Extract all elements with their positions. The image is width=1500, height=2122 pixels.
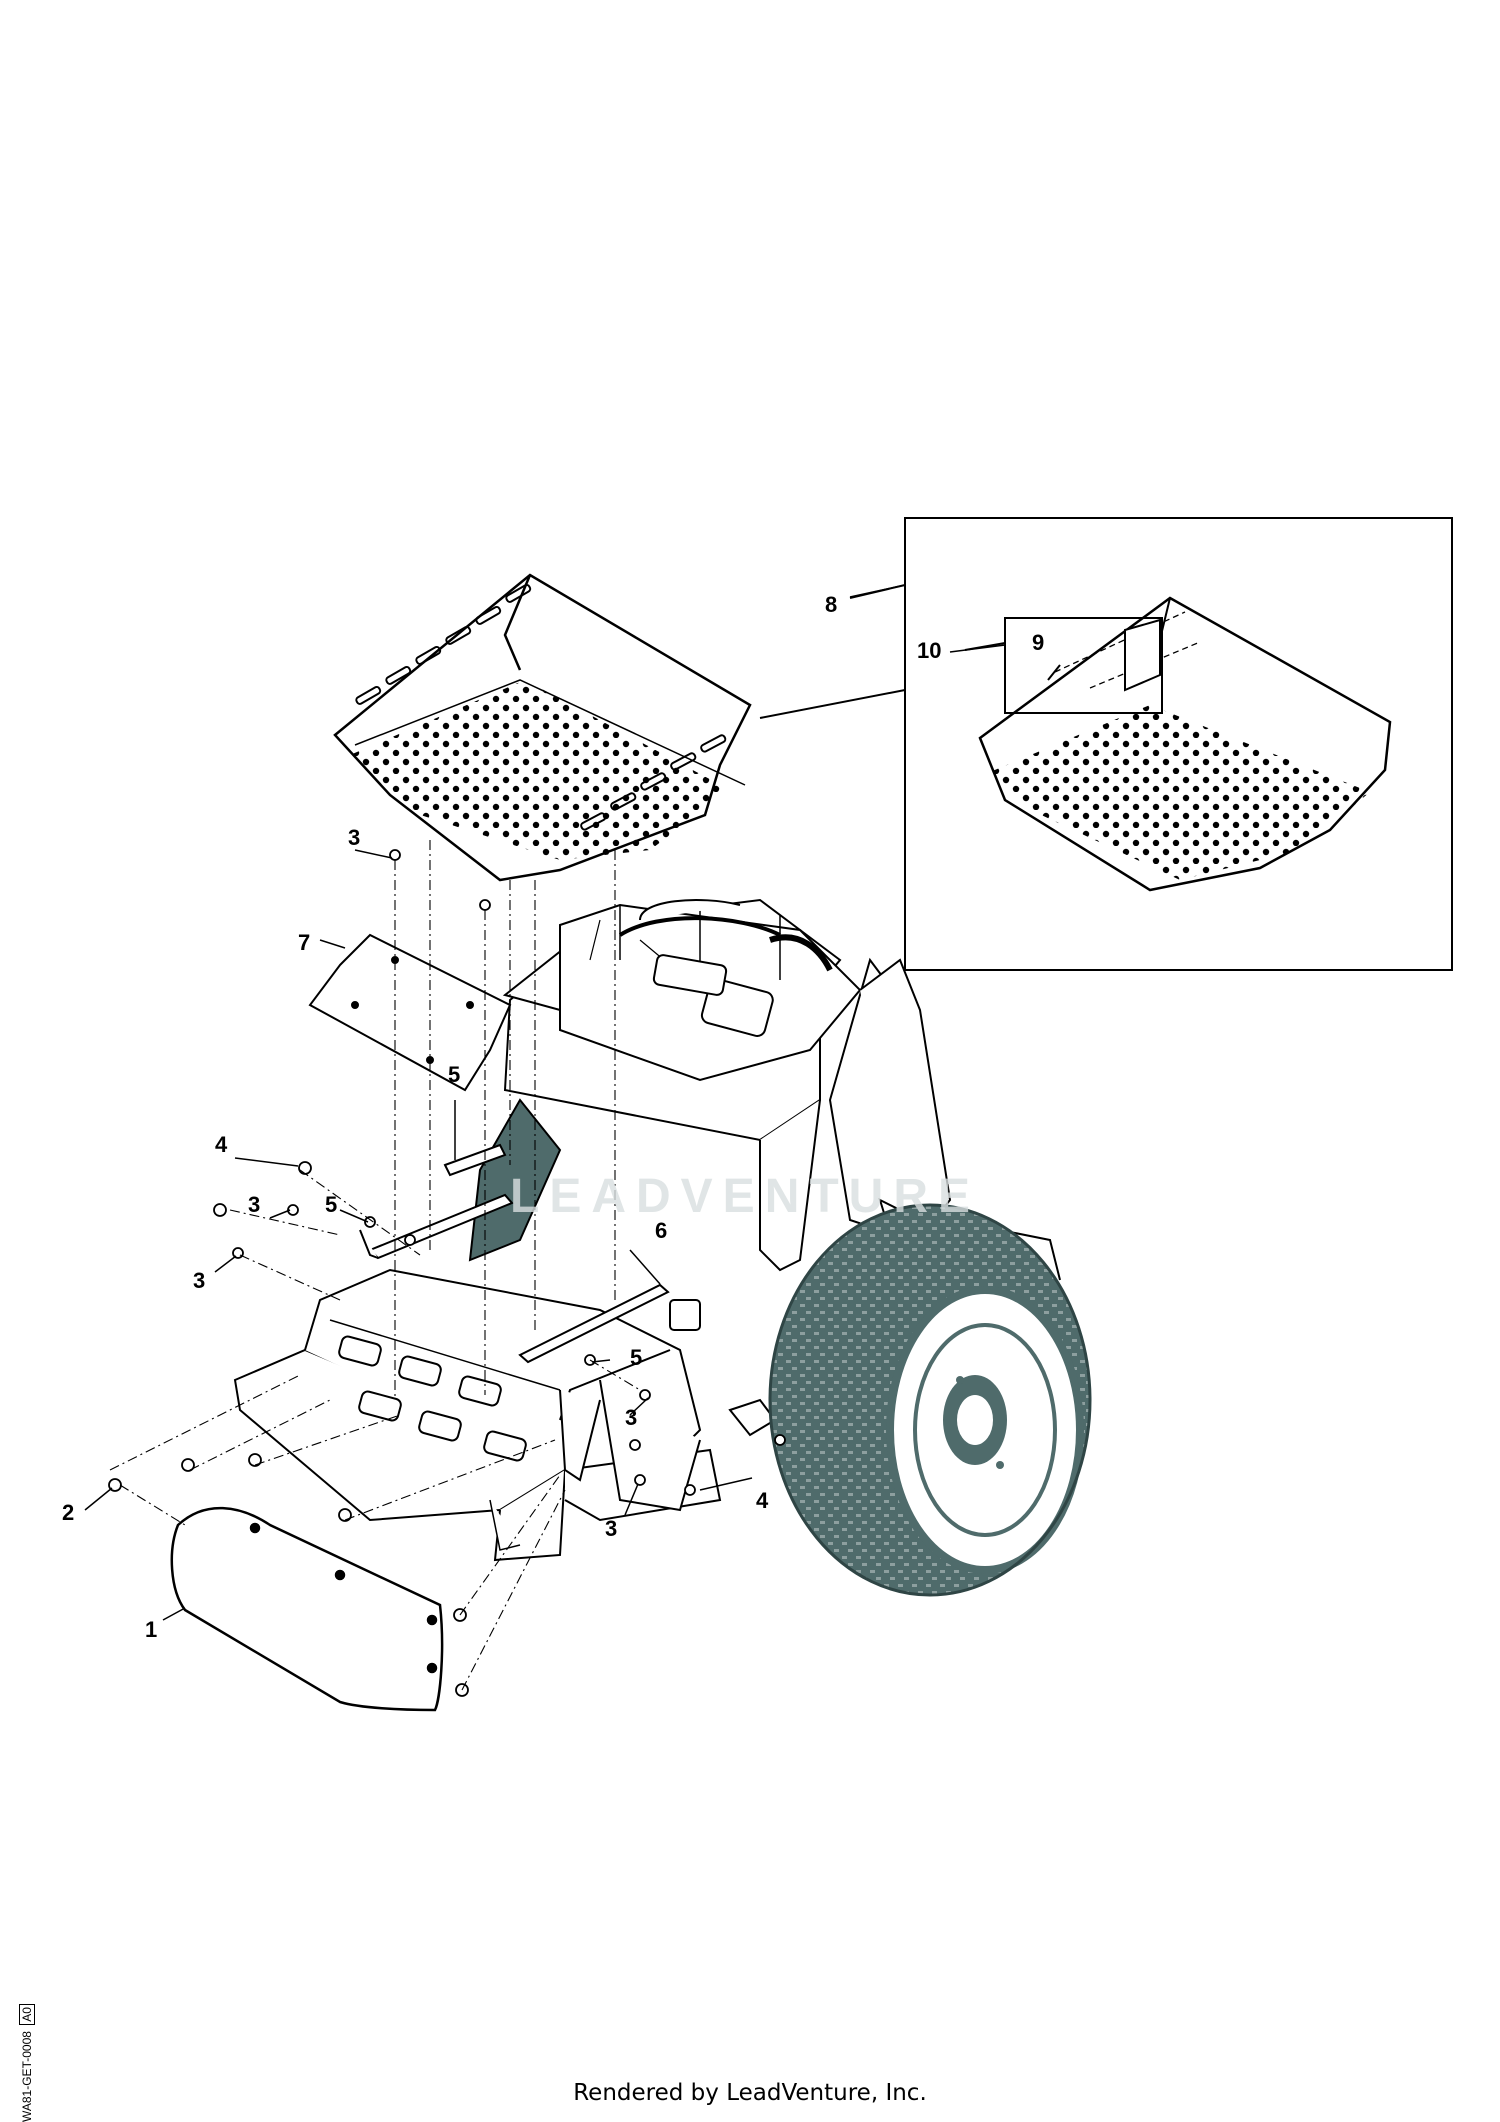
callout-4-left: 4 (215, 1132, 228, 1157)
callout-2: 2 (62, 1500, 74, 1525)
callout-3-top: 3 (348, 825, 360, 850)
leader-lines (84, 584, 1006, 1621)
callout-7: 7 (298, 930, 310, 955)
chassis-frame (233, 1268, 777, 1562)
callout-3-bottom: 3 (605, 1516, 617, 1541)
mower-body (468, 898, 1062, 1352)
callout-1: 1 (145, 1617, 157, 1642)
platform-main (333, 573, 752, 882)
callout-4-right: 4 (756, 1488, 769, 1513)
callout-5-top: 5 (448, 1062, 460, 1087)
callout-8: 8 (825, 592, 837, 617)
assembly-lines (109, 840, 641, 1691)
figure-code-text: WA81-GET-0008 (20, 2031, 34, 2122)
part-7-plate (308, 933, 512, 1092)
hardware (108, 849, 786, 1697)
callout-3-left-b: 3 (193, 1268, 205, 1293)
callout-5-right: 5 (630, 1345, 642, 1370)
callout-5-left: 5 (325, 1192, 337, 1217)
inset-box (759, 517, 1453, 971)
revision-code: A0 (19, 2004, 35, 2025)
part-1-cover (170, 1506, 444, 1712)
footer-credit: Rendered by LeadVenture, Inc. (573, 2080, 927, 2106)
watermark: LEADVENTURE (510, 1170, 980, 1223)
callout-3-left-a: 3 (248, 1192, 260, 1217)
rear-tire (768, 1203, 1092, 1597)
callout-10: 10 (917, 638, 941, 663)
callout-3-mid: 3 (625, 1405, 637, 1430)
callout-6: 6 (655, 1218, 667, 1243)
callout-9: 9 (1032, 630, 1044, 655)
